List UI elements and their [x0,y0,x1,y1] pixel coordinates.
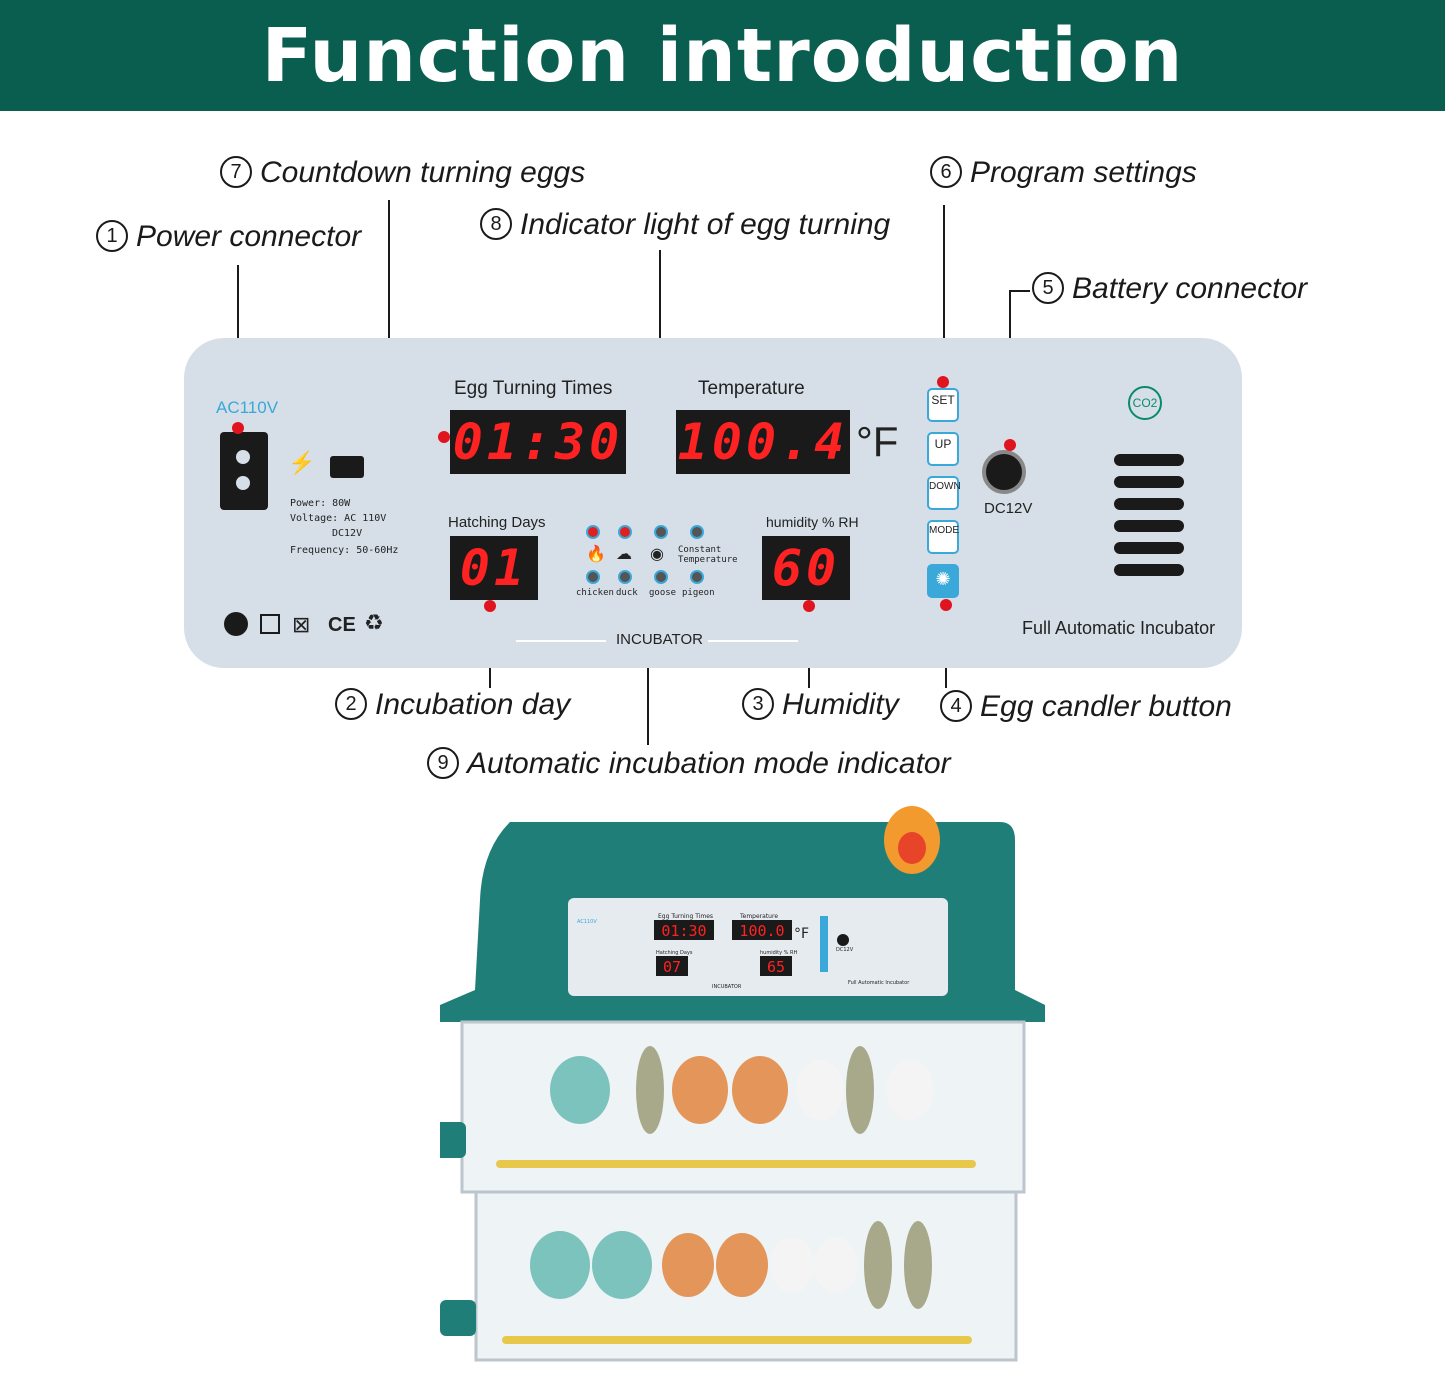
mini-temperature-unit: °F [794,926,809,942]
page-title: Function introduction [261,12,1184,99]
mode-led-pigeon [690,570,704,584]
mode-led-duck [618,570,632,584]
incubator-label: INCUBATOR [616,631,703,648]
mode-led-goose [654,570,668,584]
incubator-divider-right [708,640,798,642]
plug-icon: ⚡ [288,450,316,475]
down-button[interactable]: DOWN [927,476,961,510]
cert-circle-icon [224,612,248,636]
vent-slot [1114,476,1184,488]
hatching-days-display: 01 [450,536,538,600]
lower-eggs [530,1221,932,1309]
up-button[interactable]: UP [927,432,959,466]
weee-bin-icon: ⊠ [292,612,311,637]
incubator-divider-left [516,640,606,642]
pin-power [232,422,244,434]
pin-battery [1004,439,1016,451]
pin-countdown [438,431,450,443]
ce-mark: CE [328,614,356,636]
indicator-led-1 [586,525,600,539]
egg-turning-label: Egg Turning Times [454,378,613,399]
vent-slot [1114,520,1184,532]
power-rating: Power: 80W [290,498,351,509]
mini-hatching-label: Hatching Days [656,950,693,956]
battery-icon [330,456,364,478]
temperature-unit: °F [856,418,899,465]
set-button[interactable]: SET [927,388,959,422]
temperature-label: Temperature [698,378,805,399]
pin-candler [940,599,952,611]
full-automatic-incubator-label: Full Automatic Incubator [1022,618,1216,638]
frequency-rating: Frequency: 50-60Hz [290,545,399,556]
mode-label-pigeon: pigeon [682,588,715,598]
upper-tray-knob [440,1122,466,1158]
pin-incubation-day [484,600,496,612]
dc-port[interactable] [982,450,1026,494]
mini-temperature-value: 100.0 [739,922,784,940]
double-insulation-icon [260,614,280,634]
egg-turn-icon: ◉ [650,546,664,563]
vent-slot [1114,564,1184,576]
mini-temperature-label: Temperature [739,913,778,920]
indicator-led-2 [618,525,632,539]
mode-button[interactable]: MODE [927,520,959,554]
dc-rating: DC12V [332,528,363,539]
recycle-icon: ♻ [364,610,384,635]
constant-temperature-label: Constant Temperature [678,545,738,565]
humidity-display: 60 [762,536,850,600]
header-banner: Function introduction [0,0,1445,111]
humidify-icon: ☁ [616,546,632,563]
control-panel: AC110V ⚡ Power: 80W Voltage: AC 110V DC1… [184,338,1242,668]
mini-egg-turning-value: 01:30 [661,922,706,940]
mini-incubator-label: INCUBATOR [712,984,742,990]
heat-icon: 🔥 [586,546,606,563]
humidity-label: humidity % RH [766,514,859,530]
upper-eggs [550,1046,934,1134]
vent-slot [1114,542,1184,554]
lower-tray-knob [440,1300,476,1336]
mode-label-goose: goose [649,588,677,598]
hatching-days-label: Hatching Days [448,514,546,531]
indicator-led-egg-turning [654,525,668,539]
incubator-product-image: 01:30 100.0 °F 07 65 AC110V Egg Turning … [440,806,1045,1362]
mode-led-chicken [586,570,600,584]
mini-hatching-value: 07 [663,958,681,976]
mini-ac-label: AC110V [577,919,597,925]
voltage-rating: Voltage: AC 110V [290,513,387,524]
egg-candler-button[interactable]: ✺ [927,564,959,598]
pin-program [937,376,949,388]
vent-slot [1114,498,1184,510]
ac-label: AC110V [216,398,279,417]
co2-tree-icon: CO2 [1128,386,1162,420]
mini-footer-label: Full Automatic Incubator [848,980,910,986]
egg-turning-display: 01:30 [450,410,626,474]
mode-label-duck: duck [616,588,638,598]
mode-label-chicken: chicken [576,588,614,598]
pin-humidity [803,600,815,612]
dc-label: DC12V [984,500,1033,517]
mini-egg-turning-label: Egg Turning Times [658,913,713,920]
vent-slot [1114,454,1184,466]
mini-dc-label: DC12V [836,947,854,953]
indicator-led-constant [690,525,704,539]
mini-humidity-label: humidity % RH [760,950,797,956]
temperature-display: 100.4 [676,410,850,474]
mini-humidity-value: 65 [767,958,785,976]
power-socket[interactable] [220,432,268,510]
